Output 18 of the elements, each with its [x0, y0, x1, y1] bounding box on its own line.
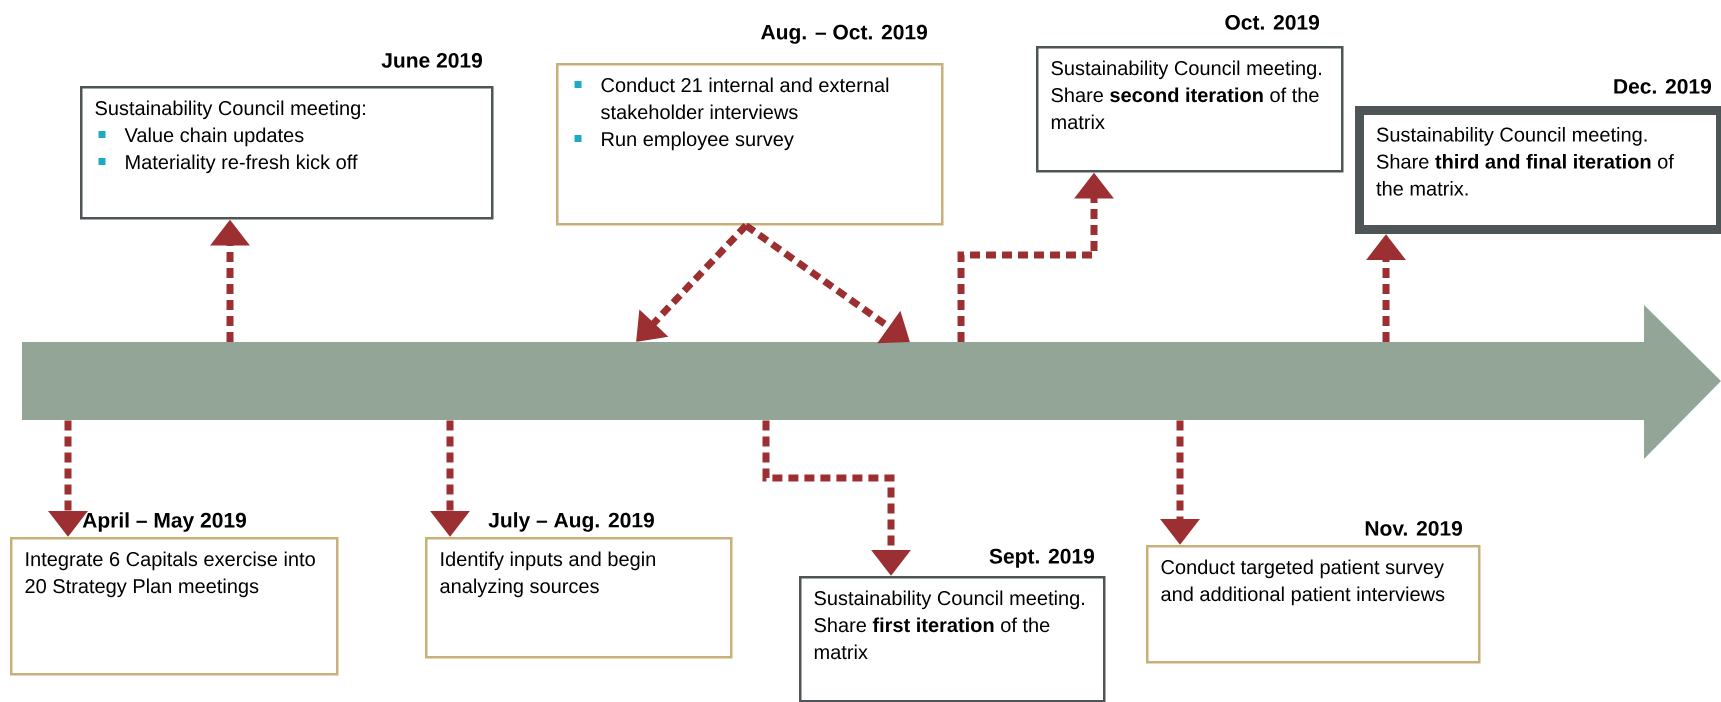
timeline-arrow — [22, 305, 1721, 459]
event-box: Identify inputs and begin analyzing sources — [425, 537, 733, 659]
date-label: Aug. – Oct. 2019 — [761, 24, 927, 44]
date-label: June 2019 — [381, 52, 482, 68]
event-box: Sustainability Council meeting: Value chain updates Materiality re-fresh kick off — [80, 86, 494, 220]
date-label: July – Aug. 2019 — [488, 512, 654, 532]
date-label: Oct. 2019 — [1225, 14, 1319, 30]
date-label: Sept. 2019 — [989, 548, 1094, 568]
date-label: Nov. 2019 — [1365, 520, 1462, 536]
date-label: April – May 2019 — [82, 512, 246, 532]
event-box: Conduct 21 internal and external stakeholder interviews Run employee survey — [556, 63, 944, 226]
arrow — [636, 223, 749, 342]
date-label: Dec. 2019 — [1614, 78, 1711, 94]
event-box: Sustainability Council meeting. Share second iteration of the matrix — [1036, 46, 1344, 173]
event-box: Conduct targeted patient survey and additional patient interviews — [1146, 545, 1481, 664]
event-box: Sustainability Council meeting. Share first iteration of the matrix — [799, 576, 1106, 702]
event-box: Sustainability Council meeting. Share third and final iteration of the matrix. — [1355, 106, 1721, 234]
event-box: Integrate 6 Capitals exercise into 20 Strategy Plan meetings — [10, 537, 339, 676]
